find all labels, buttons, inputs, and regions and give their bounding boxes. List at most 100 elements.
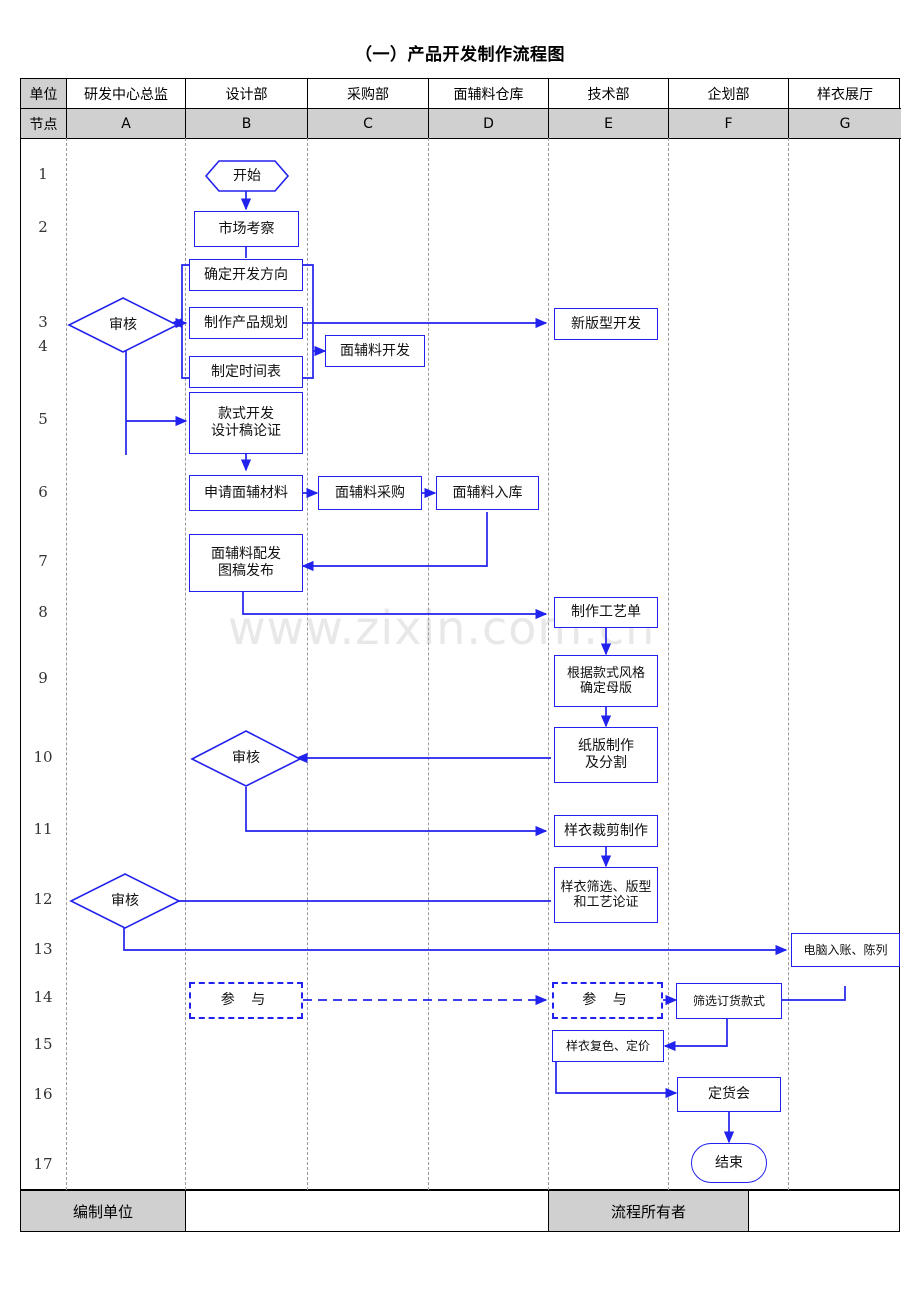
node-review-2-label: 审核 (232, 750, 260, 767)
node-materials-distribution-label-2: 图稿发布 (218, 563, 274, 579)
node-materials-distribution[interactable]: 面辅料配发 图稿发布 (189, 534, 303, 592)
row-number-7: 7 (38, 552, 48, 570)
row-number-5: 5 (38, 410, 48, 428)
page-title: （一）产品开发制作流程图 (355, 45, 565, 65)
node-make-process-sheet[interactable]: 制作工艺单 (554, 597, 658, 628)
header-unit-label: 单位 (21, 79, 67, 108)
node-end[interactable]: 结束 (691, 1143, 767, 1183)
node-mother-pattern[interactable]: 根据款式风格 确定母版 (554, 655, 658, 707)
node-style-development-label-2: 设计稿论证 (211, 423, 281, 439)
node-confirm-direction[interactable]: 确定开发方向 (189, 259, 303, 291)
header-dept-e: 技术部 (549, 79, 669, 108)
header-code-b: B (186, 109, 308, 138)
node-review-2[interactable]: 审核 (190, 730, 302, 787)
node-materials-warehousing-label: 面辅料入库 (452, 484, 523, 501)
row-number-2: 2 (38, 218, 48, 236)
footer-compiling-unit-value[interactable] (186, 1191, 549, 1231)
node-sample-selection[interactable]: 样衣筛选、版型 和工艺论证 (554, 867, 658, 923)
node-materials-purchase-label: 面辅料采购 (335, 484, 405, 501)
row-number-4: 4 (38, 337, 48, 355)
header-dept-b: 设计部 (186, 79, 308, 108)
row-number-16: 16 (33, 1085, 53, 1103)
node-market-research-label: 市场考察 (218, 220, 275, 237)
node-sample-recolor-price[interactable]: 样衣复色、定价 (552, 1030, 664, 1062)
node-sample-selection-label-2: 和工艺论证 (573, 895, 639, 910)
node-materials-purchase[interactable]: 面辅料采购 (318, 476, 422, 510)
node-style-development-label-1: 款式开发 (218, 406, 274, 423)
flowchart-table-frame: 单位 研发中心总监 设计部 采购部 面辅料仓库 技术部 企划部 样衣展厅 节点 … (20, 78, 901, 1190)
node-participate-design[interactable]: 参 与 (189, 982, 303, 1019)
header-code-g: G (789, 109, 901, 138)
node-start-label: 开始 (233, 167, 261, 184)
node-style-development[interactable]: 款式开发 设计稿论证 (189, 392, 303, 454)
node-paper-pattern-label-1: 纸版制作 (578, 738, 634, 755)
node-sample-cutting[interactable]: 样衣裁剪制作 (554, 815, 658, 847)
node-end-label: 结束 (715, 1154, 743, 1171)
node-materials-warehousing[interactable]: 面辅料入库 (436, 476, 539, 510)
lane-separator-3 (307, 138, 308, 1190)
lane-separator-5 (548, 138, 549, 1190)
node-computer-entry[interactable]: 电脑入账、陈列 (791, 933, 900, 967)
node-make-schedule-label: 制定时间表 (211, 363, 281, 380)
node-review-1-label: 审核 (109, 316, 137, 333)
node-computer-entry-label: 电脑入账、陈列 (803, 942, 888, 957)
node-sample-recolor-price-label: 样衣复色、定价 (565, 1038, 650, 1053)
lane-separator-6 (668, 138, 669, 1190)
node-start[interactable]: 开始 (204, 160, 290, 192)
node-apply-materials-label: 申请面辅材料 (204, 484, 288, 501)
node-new-pattern-development-label: 新版型开发 (571, 315, 641, 332)
node-fabric-development-label: 面辅料开发 (340, 342, 410, 359)
node-new-pattern-development[interactable]: 新版型开发 (554, 308, 658, 340)
node-make-process-sheet-label: 制作工艺单 (571, 604, 641, 621)
row-number-3: 3 (38, 313, 48, 331)
node-review-3[interactable]: 审核 (69, 873, 181, 929)
department-header-row: 单位 研发中心总监 设计部 采购部 面辅料仓库 技术部 企划部 样衣展厅 (21, 79, 901, 109)
node-apply-materials[interactable]: 申请面辅材料 (189, 475, 303, 511)
node-participate-tech[interactable]: 参 与 (552, 982, 663, 1019)
node-make-product-plan[interactable]: 制作产品规划 (189, 307, 303, 339)
header-code-c: C (308, 109, 429, 138)
row-number-12: 12 (33, 890, 53, 908)
footer-row: 编制单位 流程所有者 (20, 1190, 900, 1232)
node-select-order-styles[interactable]: 筛选订货款式 (676, 983, 782, 1019)
node-review-1[interactable]: 审核 (67, 297, 179, 353)
row-number-15: 15 (33, 1035, 53, 1053)
row-number-9: 9 (38, 669, 48, 687)
node-sample-cutting-label: 样衣裁剪制作 (564, 822, 648, 839)
row-number-14: 14 (33, 988, 53, 1006)
header-code-f: F (669, 109, 789, 138)
header-dept-c: 采购部 (308, 79, 429, 108)
node-code-header-row: 节点 A B C D E F G (21, 109, 901, 139)
node-mother-pattern-label-1: 根据款式风格 (566, 665, 645, 681)
header-dept-a: 研发中心总监 (67, 79, 186, 108)
footer-process-owner-label: 流程所有者 (549, 1191, 749, 1231)
row-number-1: 1 (38, 165, 48, 183)
lane-separator-2 (185, 138, 186, 1190)
node-materials-distribution-label-1: 面辅料配发 (211, 546, 281, 563)
header-code-e: E (549, 109, 669, 138)
node-participate-tech-label: 参 与 (582, 992, 633, 1009)
node-fabric-development[interactable]: 面辅料开发 (325, 335, 425, 367)
node-paper-pattern[interactable]: 纸版制作 及分割 (554, 727, 658, 783)
node-confirm-direction-label: 确定开发方向 (204, 266, 288, 283)
node-paper-pattern-label-2: 及分割 (585, 755, 627, 771)
header-dept-f: 企划部 (669, 79, 789, 108)
node-make-schedule[interactable]: 制定时间表 (189, 356, 303, 388)
node-mother-pattern-label-2: 确定母版 (579, 681, 632, 696)
row-number-11: 11 (33, 820, 53, 838)
node-order-meeting-label: 定货会 (708, 1086, 750, 1103)
row-number-13: 13 (33, 940, 53, 958)
header-dept-d: 面辅料仓库 (429, 79, 549, 108)
header-dept-g: 样衣展厅 (817, 86, 873, 103)
node-market-research[interactable]: 市场考察 (194, 211, 299, 247)
header-code-d: D (429, 109, 549, 138)
node-review-3-label: 审核 (111, 892, 139, 909)
footer-compiling-unit-label: 编制单位 (21, 1191, 186, 1231)
node-sample-selection-label-1: 样衣筛选、版型 (560, 879, 652, 895)
node-order-meeting[interactable]: 定货会 (677, 1077, 781, 1112)
header-node-label: 节点 (21, 109, 67, 138)
node-select-order-styles-label: 筛选订货款式 (692, 993, 765, 1008)
header-code-a: A (67, 109, 186, 138)
